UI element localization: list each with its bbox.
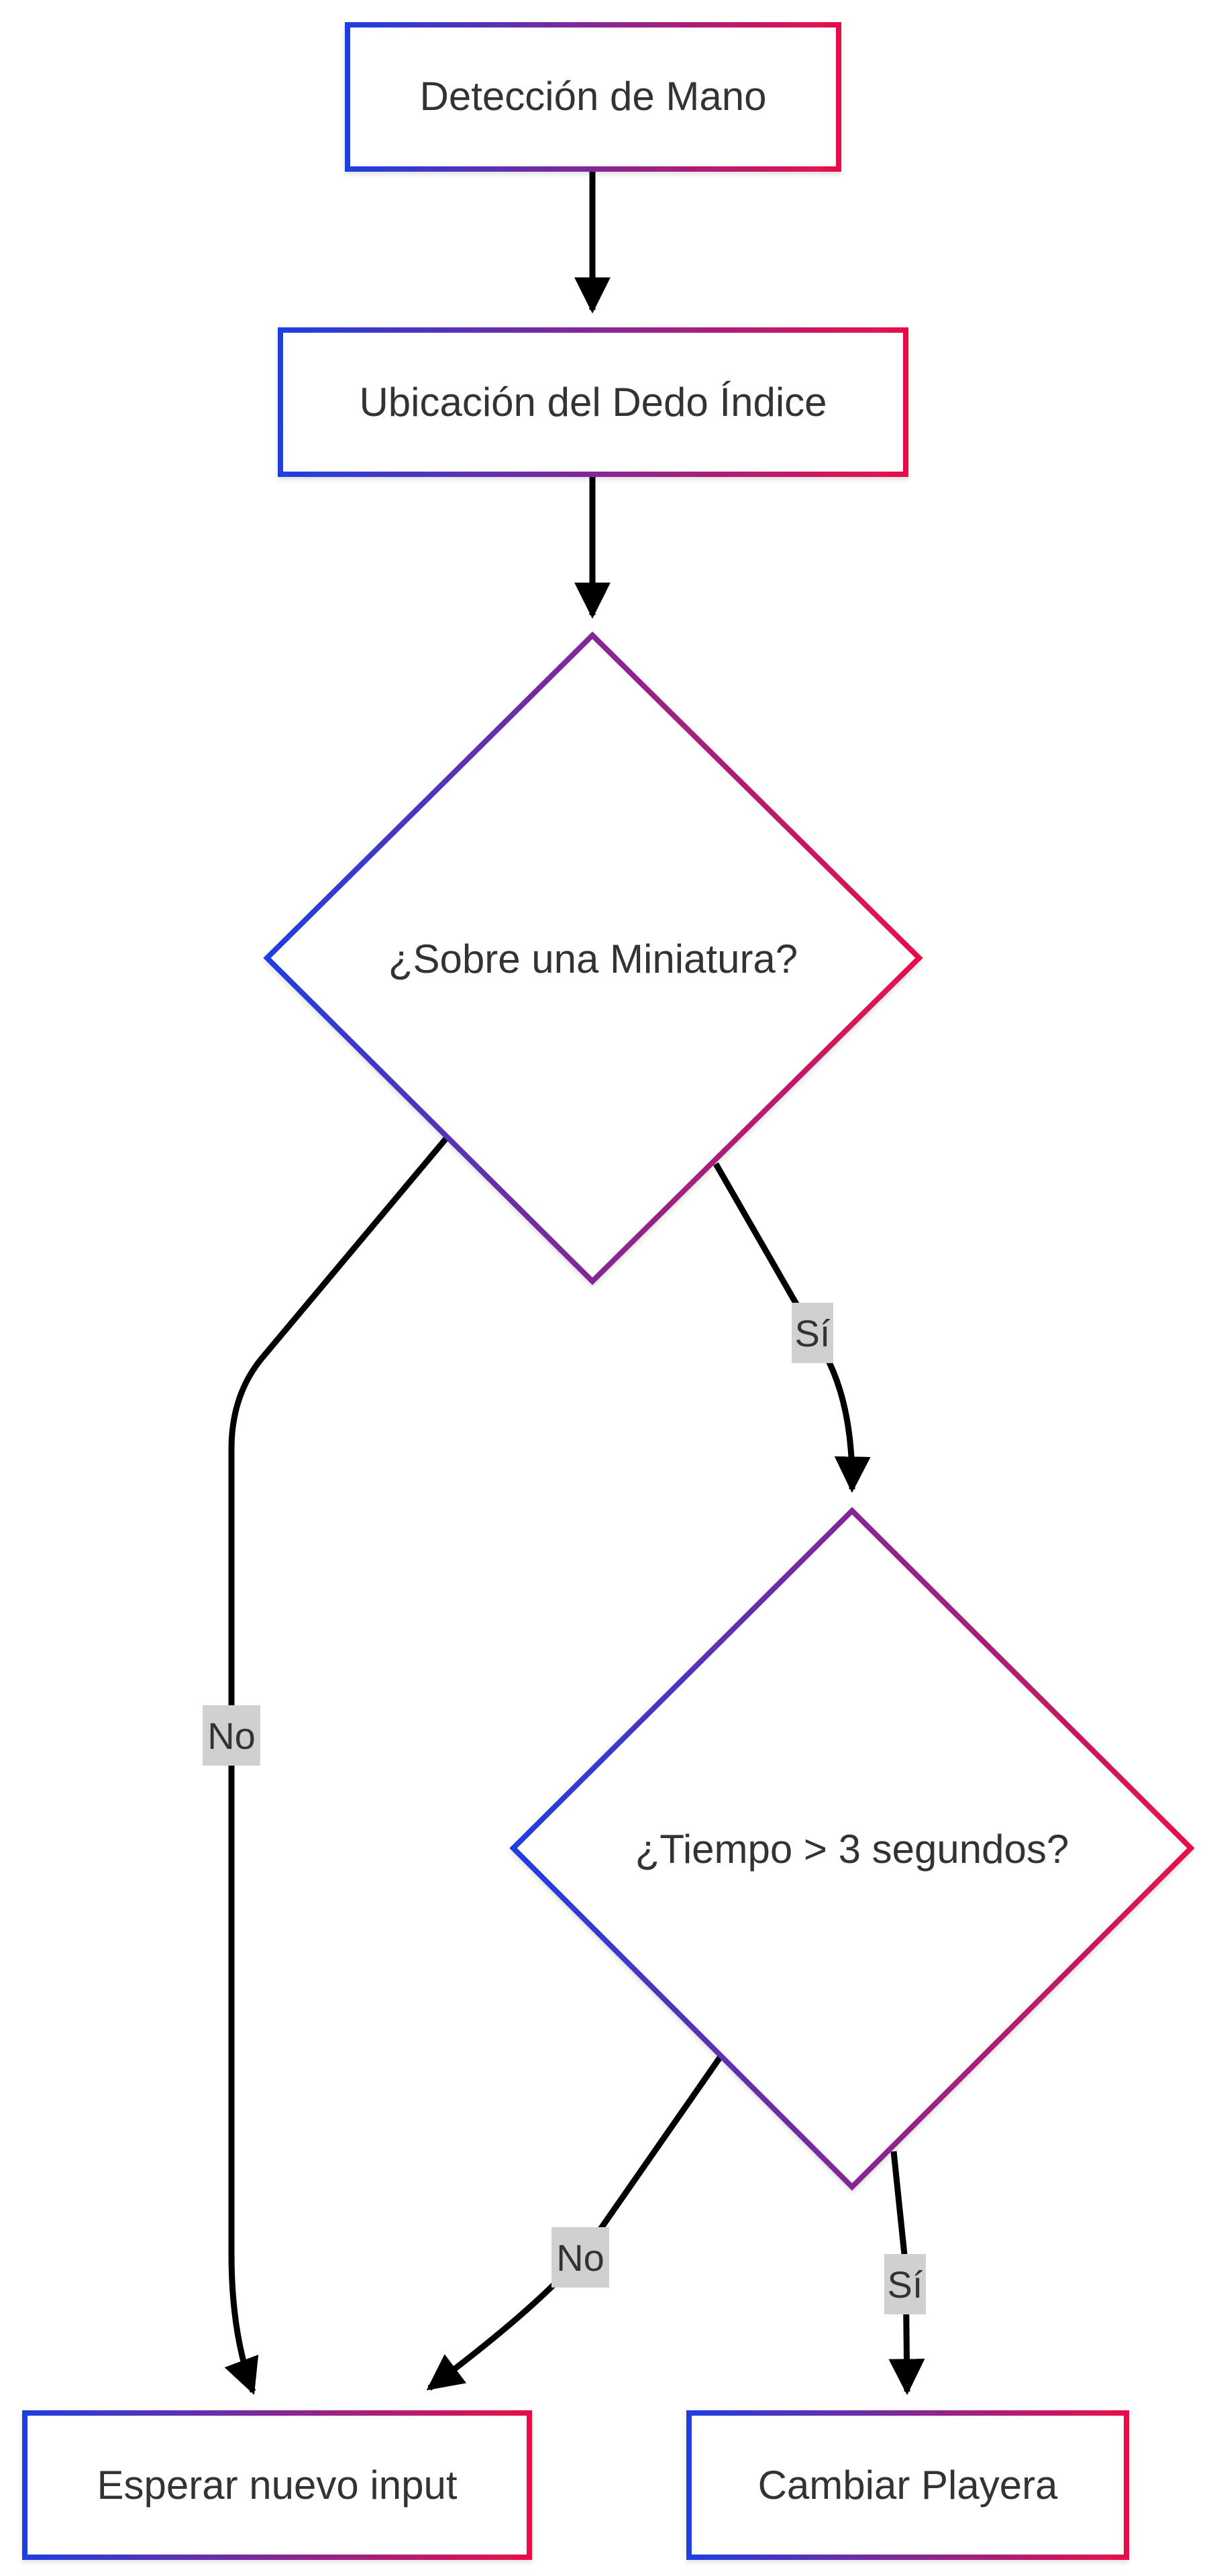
- node-change-shirt-label: Cambiar Playera: [758, 2463, 1058, 2508]
- node-index-location-label: Ubicación del Dedo Índice: [359, 380, 827, 425]
- node-wait-input[interactable]: Esperar nuevo input: [22, 2410, 532, 2560]
- edge-label-time-no: No: [551, 2227, 609, 2288]
- edge-thumbnail-no: [224, 1136, 449, 2396]
- edge-label-thumbnail-yes-text: Sí: [795, 1312, 831, 1354]
- edge-label-time-yes: Sí: [884, 2254, 926, 2314]
- edge-label-thumbnail-no: No: [203, 1705, 260, 1766]
- decision-time-check-label: ¿Tiempo > 3 segundos?: [635, 1827, 1069, 1872]
- edge-label-thumbnail-no-text: No: [207, 1715, 256, 1757]
- node-hand-detection[interactable]: Detección de Mano: [345, 22, 841, 172]
- node-wait-input-label: Esperar nuevo input: [97, 2463, 457, 2508]
- node-hand-detection-label: Detección de Mano: [420, 74, 767, 119]
- decision-over-thumbnail-label: ¿Sobre una Miniatura?: [388, 936, 798, 981]
- node-index-location[interactable]: Ubicación del Dedo Índice: [278, 327, 908, 477]
- edge-time-no: [426, 2049, 727, 2391]
- edge-label-time-yes-text: Sí: [888, 2263, 923, 2306]
- decision-over-thumbnail[interactable]: ¿Sobre una Miniatura?: [263, 631, 923, 1285]
- decision-time-check[interactable]: ¿Tiempo > 3 segundos?: [509, 1507, 1195, 2191]
- edge-label-time-no-text: No: [556, 2237, 604, 2279]
- edge-label-thumbnail-yes: Sí: [792, 1303, 833, 1363]
- node-change-shirt[interactable]: Cambiar Playera: [686, 2410, 1129, 2560]
